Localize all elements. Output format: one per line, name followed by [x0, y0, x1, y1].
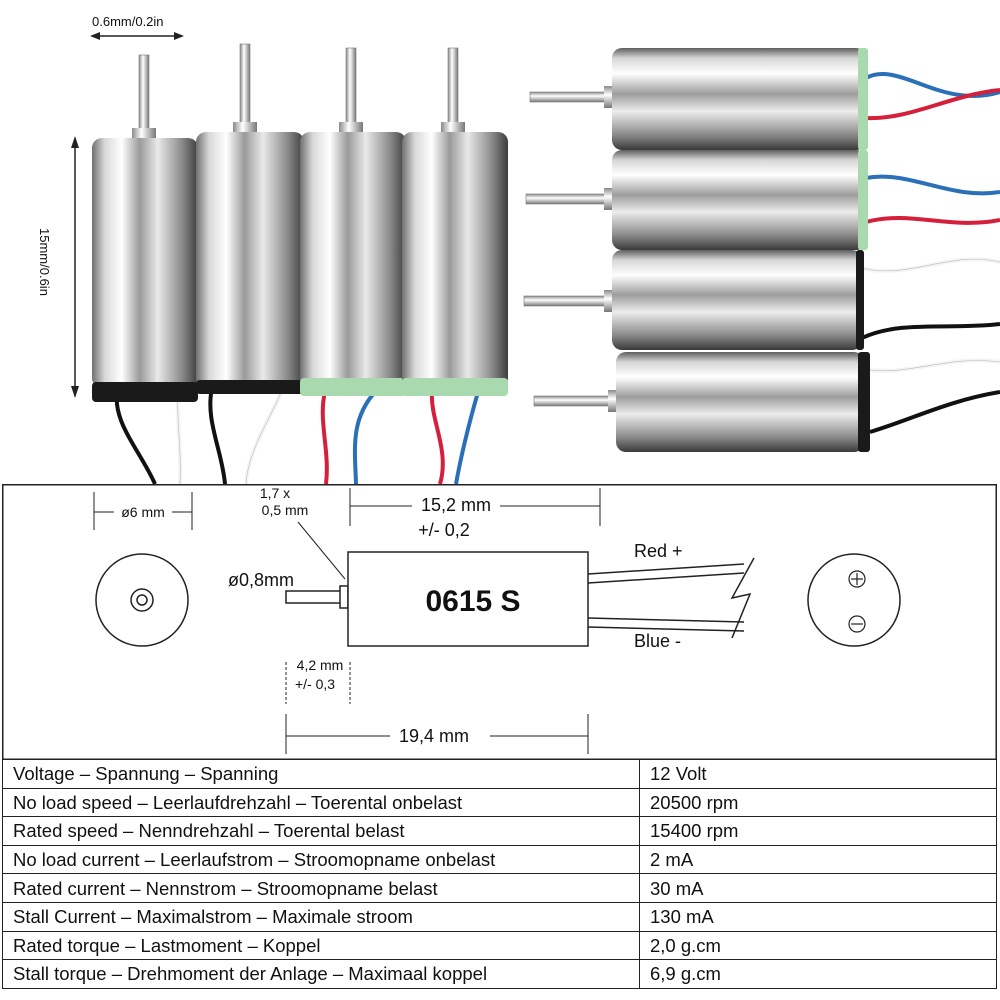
- spec-value: 12 Volt: [639, 759, 997, 789]
- model-label: 0615 S: [425, 585, 520, 618]
- red-wire-label: Red +: [634, 541, 683, 561]
- spec-value: 6,9 g.cm: [639, 959, 997, 989]
- shaft-length-line1: 4,2 mm: [297, 657, 344, 673]
- motor-photo: 0.6mm/0.2in 15mm/0.6in: [37, 14, 1000, 484]
- shaft-length-line2: +/- 0,3: [295, 676, 335, 692]
- spec-label: Stall torque – Drehmoment der Anlage – M…: [2, 959, 640, 989]
- height-dimension: 15mm/0.6in: [37, 136, 79, 398]
- table-row: No load current – Leerlaufstrom – Stroom…: [2, 844, 997, 875]
- table-row: No load speed – Leerlaufdrehzahl – Toere…: [2, 787, 997, 818]
- width-label: 0.6mm/0.2in: [92, 14, 164, 29]
- vertical-motor-3: [300, 47, 406, 484]
- horizontal-motor-3: [523, 250, 1000, 350]
- spec-value: 2,0 g.cm: [639, 930, 997, 961]
- spec-value: 130 mA: [639, 901, 997, 932]
- total-length-label: 19,4 mm: [399, 726, 469, 746]
- horizontal-motor-4: [533, 352, 1000, 452]
- vertical-motor-1: [92, 54, 198, 484]
- spec-label: Stall Current – Maximalstrom – Maximale …: [2, 901, 640, 932]
- table-row: Rated torque – Lastmoment – Koppel 2,0 g…: [2, 930, 997, 961]
- table-row: Rated speed – Nenndrehzahl – Toerental b…: [2, 816, 997, 846]
- horizontal-motor-2: [525, 150, 1000, 250]
- diameter-label: ø6 mm: [121, 504, 165, 520]
- technical-drawing: ø6 mm 1,7 x 0,5 mm 15,2 mm +/- 0,2 ø0,8m…: [2, 484, 997, 760]
- spec-value: 2 mA: [639, 844, 997, 875]
- minus-terminal-icon: [848, 615, 866, 633]
- front-view: ø6 mm: [93, 492, 193, 647]
- height-label: 15mm/0.6in: [37, 228, 52, 296]
- table-row: Rated current – Nennstrom – Stroomopname…: [2, 873, 997, 903]
- spec-label: Rated speed – Nenndrehzahl – Toerental b…: [2, 816, 640, 846]
- shaft-diameter-label: ø0,8mm: [228, 570, 294, 590]
- rear-view: [807, 553, 901, 647]
- body-length-line1: 15,2 mm: [421, 495, 491, 515]
- spec-value: 20500 rpm: [639, 787, 997, 818]
- plus-terminal-icon: [848, 570, 866, 588]
- specs-table: Voltage – Spannung – Spanning 12 Volt No…: [2, 759, 997, 989]
- spec-label: No load speed – Leerlaufdrehzahl – Toere…: [2, 787, 640, 818]
- table-row: Stall Current – Maximalstrom – Maximale …: [2, 901, 997, 932]
- side-view: 1,7 x 0,5 mm 15,2 mm +/- 0,2 ø0,8mm 0615…: [228, 485, 755, 754]
- vertical-motor-2: [196, 43, 304, 484]
- horizontal-motor-1: [529, 48, 1000, 150]
- flat-label-line1: 1,7 x: [260, 485, 290, 501]
- spec-value: 30 mA: [639, 873, 997, 903]
- spec-value: 15400 rpm: [639, 816, 997, 846]
- flat-label-line2: 0,5 mm: [262, 502, 309, 518]
- table-row: Stall torque – Drehmoment der Anlage – M…: [2, 959, 997, 989]
- table-row: Voltage – Spannung – Spanning 12 Volt: [2, 759, 997, 789]
- spec-label: Rated torque – Lastmoment – Koppel: [2, 930, 640, 961]
- width-dimension: 0.6mm/0.2in: [90, 14, 184, 40]
- vertical-motor-4: [402, 47, 508, 484]
- spec-label: No load current – Leerlaufstrom – Stroom…: [2, 844, 640, 875]
- spec-label: Voltage – Spannung – Spanning: [2, 759, 640, 789]
- blue-wire-label: Blue -: [634, 631, 681, 651]
- spec-label: Rated current – Nennstrom – Stroomopname…: [2, 873, 640, 903]
- body-length-line2: +/- 0,2: [418, 520, 470, 540]
